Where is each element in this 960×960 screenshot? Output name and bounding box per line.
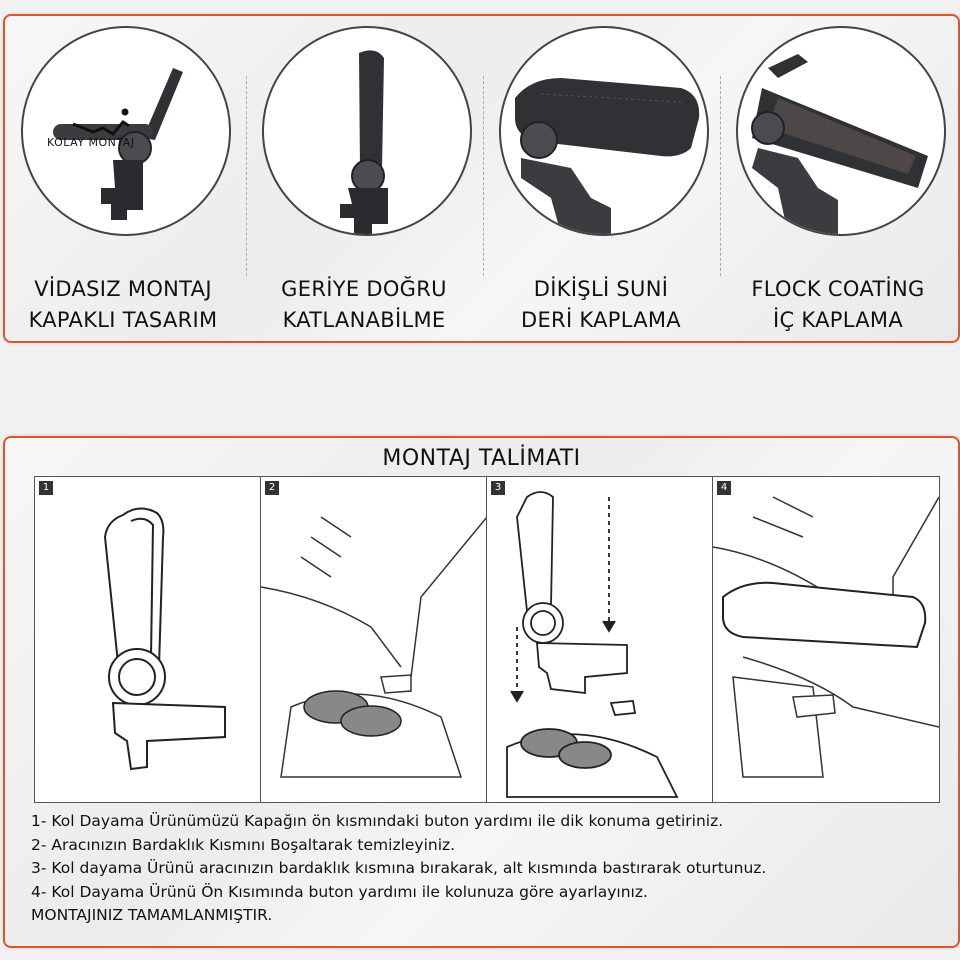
instruction-item: 2- Aracınızın Bardaklık Kısmını Boşaltar… <box>31 835 456 854</box>
easy-mount-label: KOLAY MONTAJ <box>47 136 135 149</box>
instruction-list: 1- Kol Dayama Ürünümüzü Kapağın ön kısmı… <box>31 810 931 928</box>
step-number: 2 <box>265 481 279 495</box>
step-number: 4 <box>717 481 731 495</box>
step-3-illustration: 3 <box>486 476 714 803</box>
armrest-open-image <box>21 26 231 236</box>
divider <box>483 76 484 276</box>
feature-screwless-mount: KOLAY MONTAJ VİDASIZ MONTAJ KAPAKLI TASA… <box>5 16 241 341</box>
step-4-illustration: 4 <box>712 476 940 803</box>
installation-title: MONTAJ TALİMATI <box>382 446 581 471</box>
step-number: 1 <box>39 481 53 495</box>
armrest-upright-image <box>262 26 472 236</box>
divider <box>246 76 247 276</box>
feature-label: DİKİŞLİ SUNİ DERİ KAPLAMA <box>483 274 719 336</box>
feature-label: VİDASIZ MONTAJ KAPAKLI TASARIM <box>5 274 241 336</box>
feature-line2: KATLANABİLME <box>282 308 446 332</box>
feature-stitched-leather: DİKİŞLİ SUNİ DERİ KAPLAMA <box>483 16 719 341</box>
instruction-item: 4- Kol Dayama Ürünü Ön Kısımında buton y… <box>31 882 648 901</box>
feature-line2: İÇ KAPLAMA <box>773 308 903 332</box>
step-2-illustration: 2 <box>260 476 488 803</box>
armrest-closed-image <box>499 26 709 236</box>
features-panel: KOLAY MONTAJ VİDASIZ MONTAJ KAPAKLI TASA… <box>3 14 960 343</box>
installation-panel: MONTAJ TALİMATI 1 2 3 <box>3 436 960 948</box>
feature-line2: KAPAKLI TASARIM <box>28 308 218 332</box>
completion-note: MONTAJINIZ TAMAMLANMIŞTIR. <box>31 906 273 924</box>
feature-line1: VİDASIZ MONTAJ <box>34 277 212 301</box>
armrest-storage-image <box>736 26 946 236</box>
instruction-item: 3- Kol dayama Ürünü aracınızın bardaklık… <box>31 859 767 877</box>
feature-flock-coating: FLOCK COATİNG İÇ KAPLAMA <box>720 16 956 341</box>
feature-line2: DERİ KAPLAMA <box>521 308 681 332</box>
feature-line1: FLOCK COATİNG <box>751 277 925 301</box>
feature-label: GERİYE DOĞRU KATLANABİLME <box>246 274 482 336</box>
easy-mount-badge: KOLAY MONTAJ <box>47 108 153 149</box>
step-1-illustration: 1 <box>34 476 262 803</box>
divider <box>720 76 721 276</box>
step-number: 3 <box>491 481 505 495</box>
feature-label: FLOCK COATİNG İÇ KAPLAMA <box>720 274 956 336</box>
feature-line1: GERİYE DOĞRU <box>281 277 447 301</box>
feature-fold-back: GERİYE DOĞRU KATLANABİLME <box>246 16 482 341</box>
instruction-item: 1- Kol Dayama Ürünümüzü Kapağın ön kısmı… <box>31 812 724 830</box>
feature-line1: DİKİŞLİ SUNİ <box>533 277 669 301</box>
easy-mount-icon <box>72 108 130 136</box>
